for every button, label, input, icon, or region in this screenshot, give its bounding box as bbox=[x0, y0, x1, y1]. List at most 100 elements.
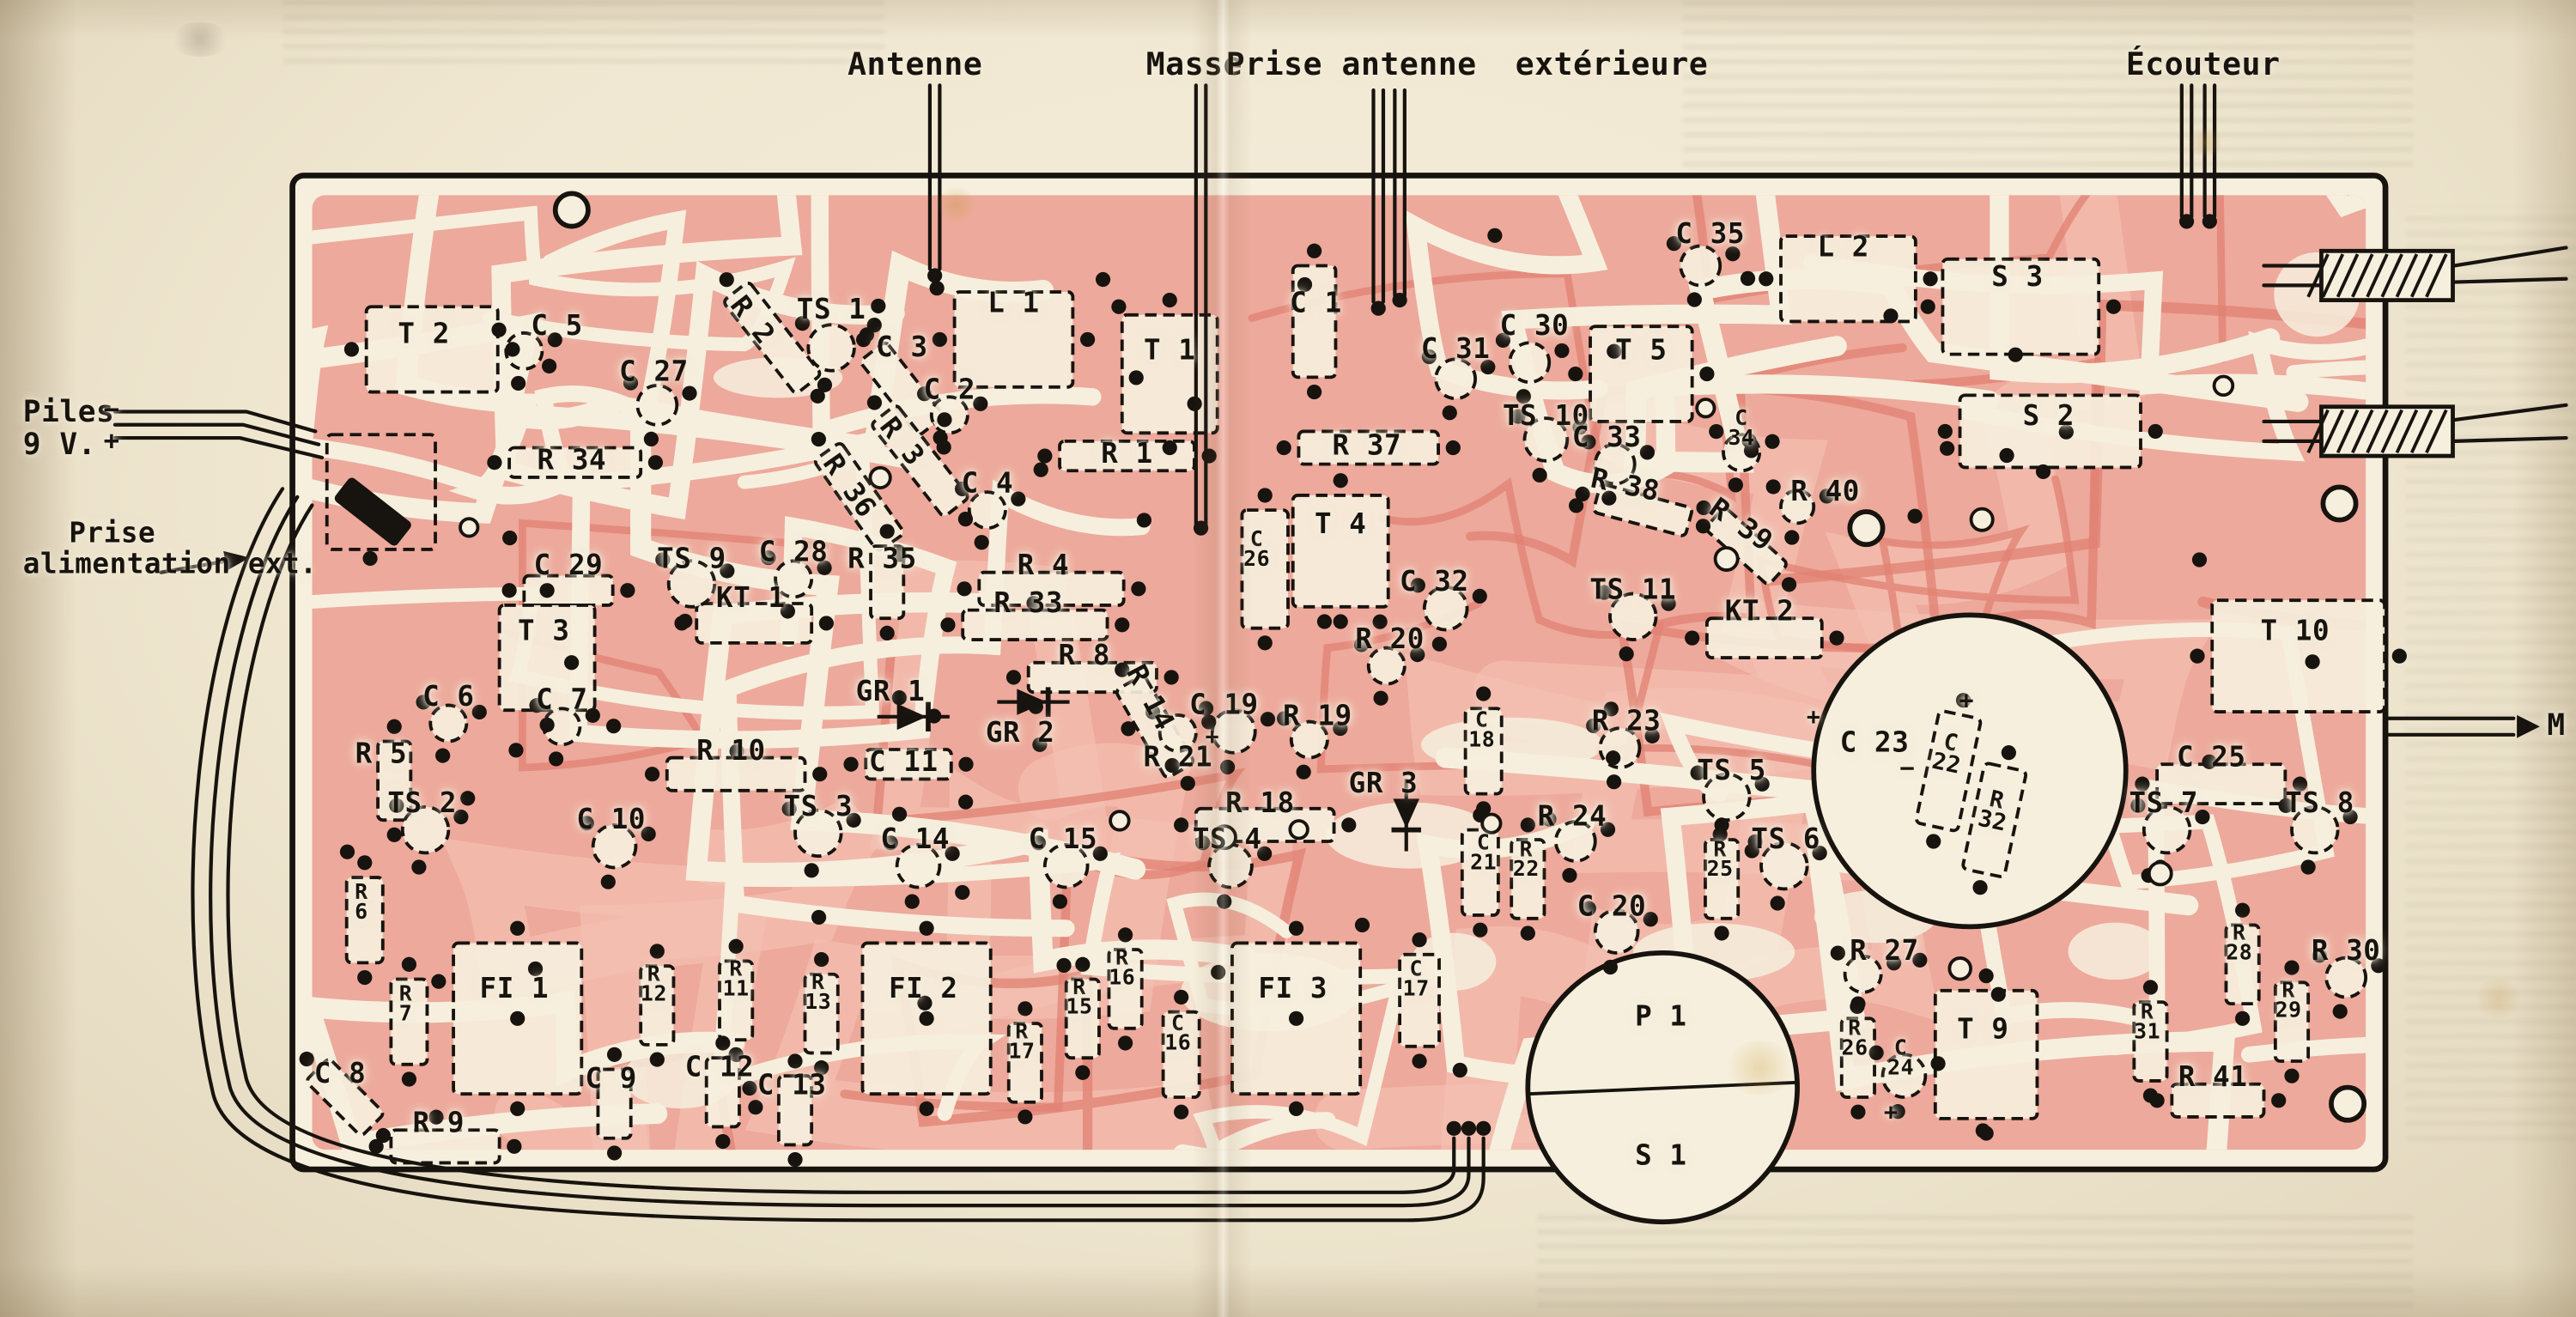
component-label-r-7: R 7 bbox=[398, 982, 413, 1027]
component-label-t-3: T 3 bbox=[518, 615, 570, 648]
component-label-s-3: S 3 bbox=[1991, 261, 2044, 294]
component-label-r-21: R 21 bbox=[1143, 741, 1213, 775]
component-label-r-40: R 40 bbox=[1790, 476, 1860, 509]
component-label-c-7: C 7 bbox=[536, 683, 588, 718]
component-label-ts-11: TS 11 bbox=[1589, 574, 1677, 608]
component-label-c-18: C 18 bbox=[1468, 708, 1496, 753]
component-label-r-10: R 10 bbox=[696, 735, 766, 768]
component-label-r-29: R 29 bbox=[2275, 979, 2302, 1024]
component-label-r-18: R 18 bbox=[1225, 787, 1295, 821]
component-label-l-2: L 2 bbox=[1817, 231, 1869, 264]
component-label-r-13: R 13 bbox=[805, 971, 832, 1016]
component-label-r-35: R 35 bbox=[848, 543, 917, 576]
component-label-c-33: C 33 bbox=[1571, 422, 1642, 455]
polarity-mark: + bbox=[1205, 724, 1220, 751]
annotation-m: M bbox=[2547, 708, 2566, 743]
annotation-prise: Prise bbox=[69, 517, 156, 550]
polarity-mark: + bbox=[1806, 704, 1821, 731]
component-label-c-20: C 20 bbox=[1577, 890, 1647, 924]
diode-symbol bbox=[877, 701, 950, 732]
annotation-masse: Masse bbox=[1145, 46, 1243, 83]
arrow-head bbox=[223, 550, 250, 571]
component-label-r-28: R 28 bbox=[2226, 921, 2253, 967]
mounting-hole bbox=[552, 191, 591, 229]
component-label-c-2: C 2 bbox=[923, 373, 976, 408]
component-outlines bbox=[306, 234, 2387, 1165]
arrow-head bbox=[2517, 714, 2540, 738]
component-label-c-21: C 21 bbox=[1470, 831, 1498, 877]
component-label-fi-2: FI 2 bbox=[888, 973, 958, 1006]
annotation-mark: + bbox=[103, 424, 120, 457]
component-label-t-9: T 9 bbox=[1957, 1013, 2009, 1047]
mounting-hole bbox=[1847, 509, 1886, 548]
component-label-r-9: R 9 bbox=[412, 1107, 465, 1141]
component-label-c-26: C 26 bbox=[1243, 528, 1271, 573]
component-label-fi-1: FI 1 bbox=[479, 973, 550, 1006]
component-label-ts-10: TS 10 bbox=[1502, 400, 1589, 434]
component-label-fi-3: FI 3 bbox=[1258, 973, 1328, 1006]
power-plug bbox=[334, 477, 411, 546]
component-label-c-6: C 6 bbox=[422, 681, 475, 714]
component-label-r-22: R 22 bbox=[1512, 838, 1540, 883]
annotation-piles: Piles bbox=[22, 395, 115, 430]
component-label-r-19: R 19 bbox=[1283, 701, 1352, 734]
component-label-c-19: C 19 bbox=[1189, 689, 1259, 722]
annotation-9-v: 9 V. bbox=[22, 428, 97, 463]
component-label-r-31: R 31 bbox=[2134, 1000, 2161, 1045]
solder-pads bbox=[299, 214, 2407, 1168]
coil-symbol bbox=[2306, 404, 2455, 458]
component-label-c-10: C 10 bbox=[576, 804, 647, 837]
component-label-t-4: T 4 bbox=[1314, 508, 1367, 542]
component-label-gr-2: GR 2 bbox=[985, 717, 1055, 750]
component-label-r-5: R 5 bbox=[355, 738, 408, 772]
diode-symbol bbox=[997, 687, 1070, 717]
component-label-kt-1: KT 1 bbox=[716, 582, 786, 616]
component-label-r-11: R 11 bbox=[722, 957, 750, 1003]
component-label-c-27: C 27 bbox=[619, 355, 689, 390]
component-label-ts-9: TS 9 bbox=[657, 543, 726, 576]
component-label-r-4: R 4 bbox=[1017, 549, 1070, 583]
component-label-ts-4: TS 4 bbox=[1192, 823, 1262, 857]
component-label-ts-6: TS 6 bbox=[1751, 823, 1821, 857]
polarity-mark: + bbox=[1883, 1100, 1899, 1126]
component-label-r-25: R 25 bbox=[1706, 838, 1734, 883]
component-label-p-1: P 1 bbox=[1635, 1000, 1687, 1034]
component-label-c-17: C 17 bbox=[1402, 957, 1430, 1003]
component-label-r-16: R 16 bbox=[1109, 946, 1136, 991]
annotation-prise-antenne-exterieure: Prise antenne extérieure bbox=[1225, 46, 1709, 83]
mounting-hole bbox=[2329, 1084, 2367, 1123]
component-label-c-11: C 11 bbox=[868, 746, 939, 780]
component-label-ts-2: TS 2 bbox=[387, 787, 458, 821]
component-label-r-12: R 12 bbox=[640, 962, 668, 1007]
component-label-r-1: R 1 bbox=[1101, 438, 1153, 471]
component-label-c-34: C 34 bbox=[1728, 406, 1755, 452]
component-label-c-5: C 5 bbox=[531, 310, 583, 343]
component-label-t-5: T 5 bbox=[1615, 335, 1668, 368]
component-label-t-1: T 1 bbox=[1144, 335, 1196, 368]
component-label-r-26: R 26 bbox=[1841, 1017, 1868, 1061]
component-label-c-1: C 1 bbox=[1290, 287, 1342, 320]
component-label-c-12: C 12 bbox=[684, 1051, 755, 1085]
component-label-c-8: C 8 bbox=[313, 1058, 367, 1091]
component-label-ts-8: TS 8 bbox=[2285, 787, 2354, 821]
component-label-l-1: L 1 bbox=[987, 287, 1040, 320]
component-label-c-35: C 35 bbox=[1675, 218, 1746, 252]
component-label-c-24: C 24 bbox=[1887, 1036, 1915, 1081]
polarity-mark: − bbox=[1899, 753, 1916, 783]
component-label-ts-1: TS 1 bbox=[796, 294, 866, 327]
component-label-gr-3: GR 3 bbox=[1348, 768, 1419, 801]
mounting-hole bbox=[2320, 484, 2359, 523]
polarity-mark: + bbox=[1959, 685, 1975, 716]
component-label-c-9: C 9 bbox=[585, 1063, 637, 1096]
component-label-r-30: R 30 bbox=[2311, 935, 2381, 968]
component-label-r-41: R 41 bbox=[2178, 1061, 2248, 1095]
component-label-c-14: C 14 bbox=[880, 823, 951, 857]
component-label-c-4: C 4 bbox=[961, 467, 1014, 501]
component-label-gr-1: GR 1 bbox=[855, 676, 926, 709]
component-label-c-16: C 16 bbox=[1164, 1011, 1192, 1057]
component-label-ts-7: TS 7 bbox=[2129, 787, 2199, 821]
component-label-r-20: R 20 bbox=[1355, 623, 1425, 657]
